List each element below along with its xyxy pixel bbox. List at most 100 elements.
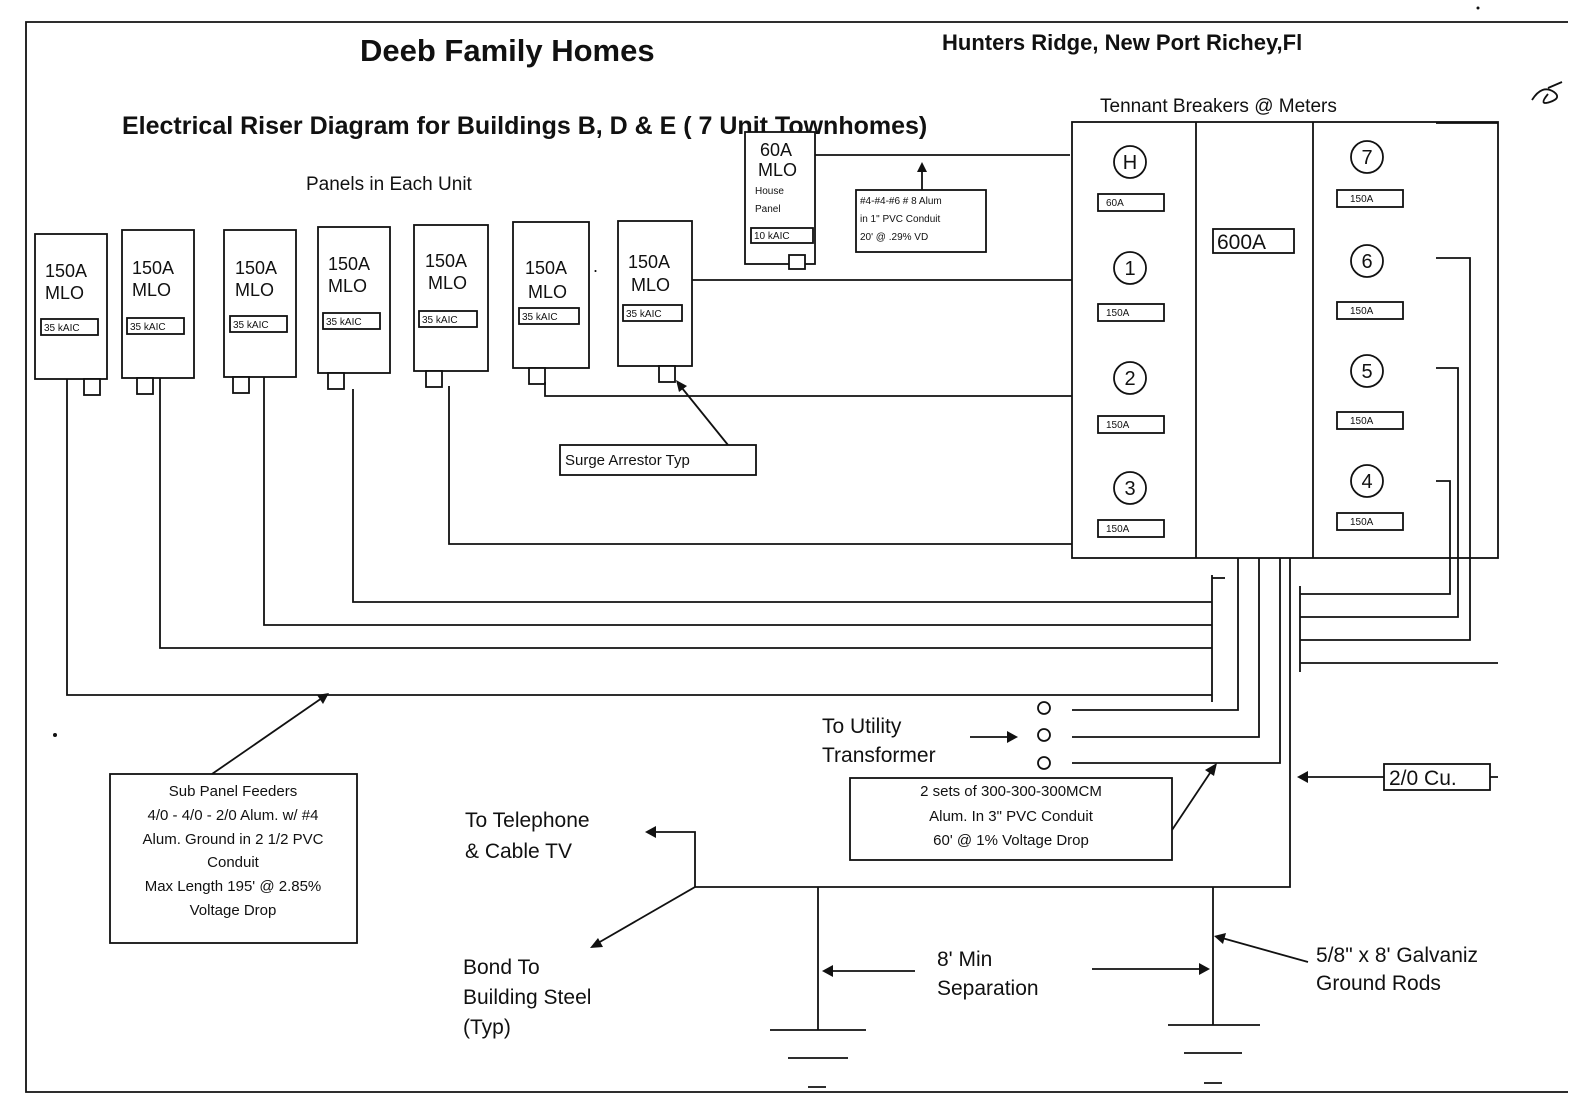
breaker-rating: 150A — [1350, 416, 1374, 427]
unit-panel: 150A MLO 35 kAIC — [121, 229, 195, 395]
surge-arrestor — [232, 376, 250, 394]
panel-kaic: 35 kAIC — [422, 315, 458, 326]
bond-label: (Typ) — [463, 1016, 511, 1039]
tenant-breaker-2: 2 150A — [1097, 361, 1165, 434]
house-panel-name: House — [755, 186, 784, 197]
surge-arrestor — [425, 370, 443, 388]
feeder-note-box — [109, 773, 358, 944]
surge-arrestor — [327, 372, 345, 390]
utility-terminal — [1037, 756, 1051, 770]
breaker-circle — [1350, 464, 1384, 498]
feeder-unit-3 — [448, 386, 1072, 545]
breaker-circle — [1350, 244, 1384, 278]
house-panel-kaic: 10 kAIC — [754, 231, 790, 242]
breaker-id: 5 — [1361, 361, 1372, 383]
tenant-breaker-4: 4 150A — [1336, 464, 1404, 531]
house-feeder-note: #4-#4-#6 # 8 Alum in 1" PVC Conduit 20' … — [855, 189, 987, 253]
panel-kaic: 35 kAIC — [522, 312, 558, 323]
utility-label: Transformer — [822, 744, 936, 767]
breaker-rating-box — [1097, 519, 1165, 538]
house-panel: 60A MLO House Panel 10 kAIC — [744, 131, 816, 270]
panel-box — [413, 224, 489, 372]
tenant-breaker-h: H 60A — [1097, 145, 1165, 212]
house-feeder-line: 20' @ .29% VD — [860, 232, 928, 243]
bond-label: Bond To — [463, 956, 540, 979]
panel-type: MLO — [631, 275, 670, 295]
panel-rating: 150A — [235, 258, 277, 278]
breaker-rating: 150A — [1106, 308, 1130, 319]
panel-box — [121, 229, 195, 379]
house-panel-rating: 60A — [760, 140, 792, 160]
house-feeder-line: #4-#4-#6 # 8 Alum — [860, 196, 942, 207]
panel-box — [34, 233, 108, 380]
surge-arrestor — [136, 377, 154, 395]
breaker-circle — [1113, 471, 1147, 505]
breaker-rating-box — [1336, 189, 1404, 208]
utility-terminal — [1037, 728, 1051, 742]
panel-rating: 150A — [132, 258, 174, 278]
title: Deeb Family Homes — [360, 33, 655, 68]
breaker-id: H — [1123, 152, 1137, 174]
breaker-circle — [1113, 361, 1147, 395]
house-feeder-line: in 1" PVC Conduit — [860, 214, 940, 225]
service-note-line: 2 sets of 300-300-300MCM — [920, 783, 1102, 800]
feeder-unit-4-run — [352, 389, 1212, 603]
breaker-id: 3 — [1124, 478, 1135, 500]
feeder-unit-6-run — [159, 378, 1212, 649]
tenant-breaker-3: 3 150A — [1097, 471, 1165, 538]
stray-mark: . — [593, 256, 598, 276]
speck — [1476, 6, 1480, 10]
surge-note-box — [559, 444, 757, 476]
arrow-head — [1205, 763, 1217, 776]
feeder-note-line: Sub Panel Feeders — [169, 783, 297, 800]
rods-leader — [1221, 937, 1309, 963]
panel-rating: 150A — [525, 258, 567, 278]
tenant-breaker-1: 1 150A — [1097, 251, 1165, 322]
telephone-label: & Cable TV — [465, 840, 572, 863]
ground-conductor-label: 2/0 Cu. — [1389, 767, 1457, 790]
arrow-head — [1297, 771, 1308, 783]
tenant-breakers-label: Tennant Breakers @ Meters — [1100, 96, 1337, 117]
feeder-unit-5 — [1300, 367, 1459, 618]
feeder-note-line: Max Length 195' @ 2.85% — [145, 878, 322, 895]
panel-kaic-box — [518, 307, 580, 325]
breaker-circle — [1113, 251, 1147, 285]
breaker-id: 2 — [1124, 368, 1135, 390]
panel-box — [617, 220, 693, 367]
service-conductor — [1072, 558, 1260, 738]
separation-label: Separation — [937, 977, 1039, 1000]
panel-kaic: 35 kAIC — [130, 322, 166, 333]
panel-kaic-box — [40, 318, 99, 336]
breaker-rating-box — [1336, 512, 1404, 531]
breaker-rating-box — [1097, 415, 1165, 434]
feeder-note-line: 4/0 - 4/0 - 2/0 Alum. w/ #4 — [148, 807, 319, 824]
unit-panel: 150A MLO 35 kAIC — [617, 220, 693, 383]
breaker-circle — [1350, 354, 1384, 388]
tenant-breaker-6: 6 150A — [1336, 244, 1404, 320]
feeder-note-line: Conduit — [207, 854, 260, 871]
main-breaker-box — [1212, 228, 1295, 254]
arrow-head — [1007, 731, 1018, 743]
panel-kaic: 35 kAIC — [626, 309, 662, 320]
panel-type: MLO — [528, 282, 567, 302]
sheet-border — [25, 21, 1568, 1093]
arrow-head — [1214, 933, 1226, 944]
breaker-circle — [1350, 140, 1384, 174]
surge-arrestor — [528, 367, 546, 385]
unit-panel: 150A MLO 35 kAIC — [512, 221, 590, 385]
breaker-circle — [1113, 145, 1147, 179]
breaker-rating-box — [1097, 193, 1165, 212]
bond-label: Building Steel — [463, 986, 591, 1009]
house-panel-type: MLO — [758, 160, 797, 180]
tenant-breaker-5: 5 150A — [1336, 354, 1404, 430]
breaker-id: 6 — [1361, 251, 1372, 273]
feeder-unit-5-run — [263, 377, 1212, 626]
panel-kaic: 35 kAIC — [44, 323, 80, 334]
arrow-head — [822, 965, 833, 977]
panel-box — [223, 229, 297, 378]
logo-mark — [1531, 81, 1563, 104]
panel-kaic: 35 kAIC — [326, 317, 362, 328]
panel-kaic-box — [322, 312, 381, 330]
arrow-head — [317, 693, 329, 704]
unit-panel: 150A MLO 35 kAIC — [317, 226, 391, 390]
